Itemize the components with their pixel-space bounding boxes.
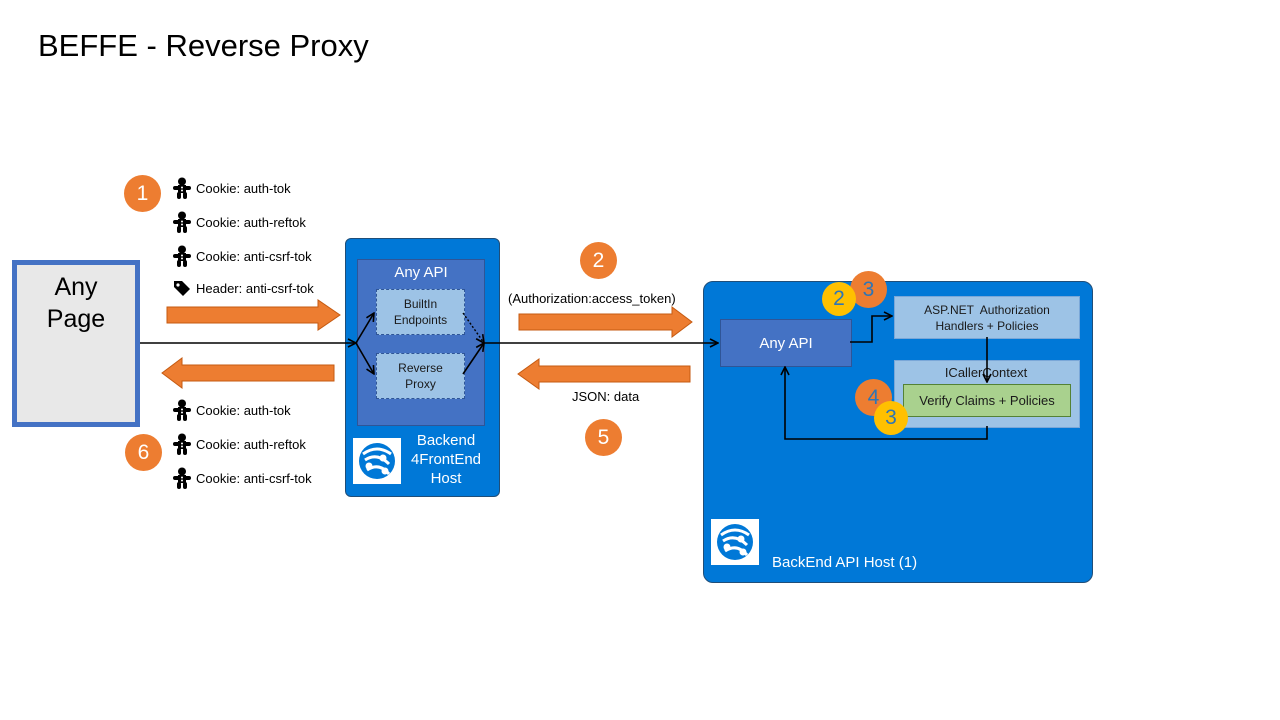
right-host-logo <box>711 519 759 565</box>
gingerbread-icon <box>172 399 192 421</box>
any-page-box: Any Page <box>12 260 140 427</box>
left-any-api-label: Any API <box>394 264 448 281</box>
step-badge-right-3-yellow: 3 <box>874 401 908 435</box>
aspnet-authorization-line1: ASP.NET Authorization <box>924 302 1050 317</box>
response-cookie-auth-reftok: Cookie: auth-reftok <box>172 432 312 456</box>
left-host-label-line1: Backend <box>416 432 476 449</box>
aspnet-authorization-line2: Handlers + Policies <box>935 318 1039 333</box>
left-host-logo <box>353 438 401 484</box>
verify-to-api-line <box>785 367 988 440</box>
request-arrow-middle <box>518 306 693 338</box>
any-page-label-line1: Any <box>54 273 98 301</box>
gingerbread-icon <box>172 433 192 455</box>
response-cookie-auth-tok: Cookie: auth-tok <box>172 398 312 422</box>
response-arrow-middle <box>517 358 691 390</box>
globe-network-icon <box>717 524 753 560</box>
request-cookie-anti-csrf-tok: Cookie: anti-csrf-tok <box>172 244 314 268</box>
proxy-merge-line <box>462 343 484 375</box>
step-badge-2: 2 <box>580 242 617 279</box>
right-host-label: BackEnd API Host (1) <box>772 554 918 571</box>
response-json-label: JSON: data <box>572 389 640 404</box>
request-cookie-auth-reftok: Cookie: auth-reftok <box>172 210 314 234</box>
gingerbread-icon <box>172 177 192 199</box>
request-cookie-list: Cookie: auth-tok Cookie: auth-reftok Coo… <box>172 176 314 299</box>
reverse-proxy-line1: Reverse <box>398 361 443 375</box>
builtin-endpoints-line1: BuiltIn <box>403 297 438 311</box>
left-host-label-line3: Host <box>430 470 462 487</box>
request-cookie-auth-tok: Cookie: auth-tok <box>172 176 314 200</box>
response-cookie-list: Cookie: auth-tok Cookie: auth-reftok Coo… <box>172 398 312 490</box>
to-proxy-line <box>355 342 374 374</box>
builtin-endpoints-line2: Endpoints <box>393 313 448 327</box>
step-badge-5: 5 <box>585 419 622 456</box>
aspnet-authorization-box: ASP.NET Authorization Handlers + Policie… <box>894 296 1080 339</box>
builtin-endpoints-box: BuiltIn Endpoints <box>376 289 465 335</box>
gingerbread-icon <box>172 211 192 233</box>
step-badge-right-2-yellow: 2 <box>822 282 856 316</box>
response-cookie-anti-csrf-tok: Cookie: anti-csrf-tok <box>172 466 312 490</box>
any-page-label-line2: Page <box>46 305 106 333</box>
step-badge-6: 6 <box>125 434 162 471</box>
builtin-merge-line <box>462 312 484 343</box>
page-title: BEFFE - Reverse Proxy <box>38 28 369 63</box>
request-arrow-left <box>166 299 341 331</box>
gingerbread-icon <box>172 245 192 267</box>
step-badge-1: 1 <box>124 175 161 212</box>
to-builtin-line <box>355 313 374 344</box>
api-to-auth-line <box>850 316 892 343</box>
step-badge-right-3-orange: 3 <box>850 271 887 308</box>
left-host-label-line2: 4FrontEnd <box>410 451 482 468</box>
icallercontext-label: ICallerContext <box>944 365 1028 380</box>
reverse-proxy-line2: Proxy <box>405 377 436 391</box>
gingerbread-icon <box>172 467 192 489</box>
response-arrow-left <box>161 357 335 389</box>
verify-claims-box: Verify Claims + Policies <box>903 384 1071 417</box>
request-header-anti-csrf-tok: Header: anti-csrf-tok <box>172 277 314 299</box>
globe-network-icon <box>359 443 395 479</box>
left-host-label: Backend 4FrontEnd Host <box>398 431 494 488</box>
reverse-proxy-box: Reverse Proxy <box>376 353 465 399</box>
request-auth-label: (Authorization:access_token) <box>508 291 676 306</box>
tag-icon <box>172 279 192 297</box>
